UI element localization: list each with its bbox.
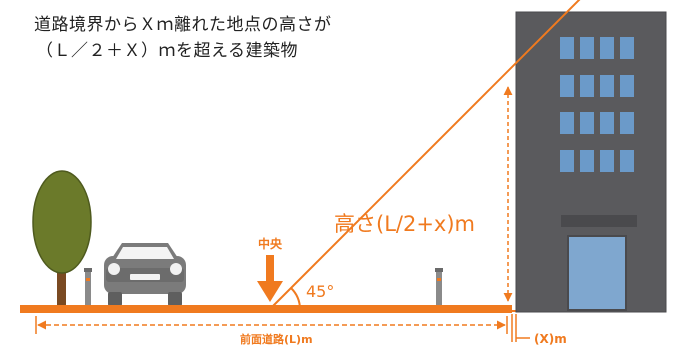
setback-label: (X)m: [534, 332, 567, 346]
angle-label: 45°: [306, 282, 334, 301]
caption: 道路境界からＸｍ離れた地点の高さが （Ｌ／２＋Ｘ）ｍを超える建築物: [34, 12, 332, 64]
caption-line-1: 道路境界からＸｍ離れた地点の高さが: [34, 15, 332, 35]
center-label: 中央: [258, 236, 283, 251]
road-surface: [20, 305, 512, 313]
caption-line-2: （Ｌ／２＋Ｘ）ｍを超える建築物: [36, 41, 298, 61]
bollard-right-icon: [435, 268, 443, 307]
angle-arc: [290, 287, 301, 310]
building: [515, 11, 667, 313]
road-width-label: 前面道路(L)m: [240, 332, 313, 346]
bollard-left-icon: [84, 268, 92, 307]
building-door: [567, 235, 627, 311]
tree-icon: [32, 170, 92, 308]
building-canopy: [561, 215, 637, 227]
car-icon: [104, 243, 186, 306]
building-windows: [560, 37, 634, 172]
height-label: 高さ(L/2+x)m: [334, 212, 475, 236]
setback-marker: [511, 314, 530, 342]
slant-line-45deg: [269, 0, 581, 310]
center-down-arrow-icon: [257, 255, 283, 302]
